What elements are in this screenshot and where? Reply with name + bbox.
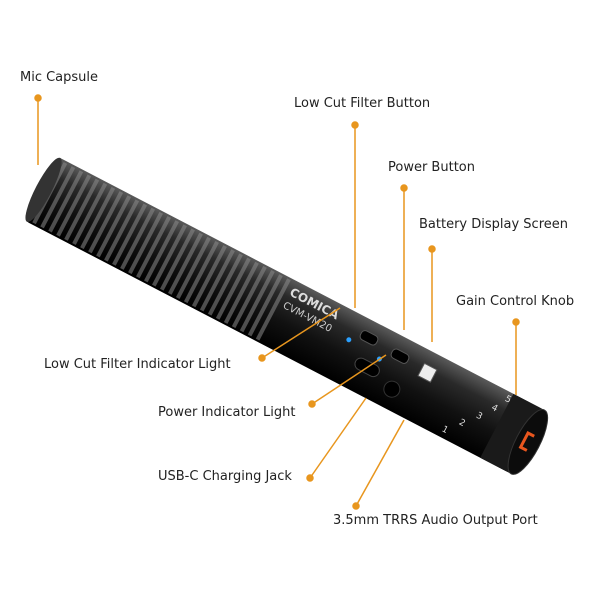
gain-knob-dot	[512, 318, 520, 326]
mic-capsule-end	[25, 157, 62, 222]
brand-logo-icon	[518, 430, 535, 452]
low-cut-indicator-light	[346, 337, 352, 343]
power-button-dot	[400, 184, 408, 192]
low-cut-filter-button[interactable]	[359, 329, 380, 346]
low-cut-indicator-dot	[258, 354, 266, 362]
usbc-dot	[306, 474, 314, 482]
label-gain-control-knob: Gain Control Knob	[456, 294, 575, 309]
microphone-body: COMICA CVM-VM20 1 2 3 4 5	[25, 157, 549, 475]
gain-scale-4: 4	[489, 403, 499, 415]
leader-lines	[34, 94, 520, 510]
label-low-cut-filter-button: Low Cut Filter Button	[294, 96, 431, 111]
label-usbc-charging-jack: USB-C Charging Jack	[158, 469, 292, 484]
audio-output-port[interactable]	[381, 378, 403, 400]
power-indicator-dot	[308, 400, 316, 408]
power-button[interactable]	[390, 348, 411, 365]
gain-scale-1: 1	[440, 424, 450, 436]
gain-scale: 1 2 3 4 5	[440, 394, 513, 436]
audio-port-dot	[352, 502, 360, 510]
label-power-indicator-light: Power Indicator Light	[158, 405, 296, 420]
battery-display-dot	[428, 245, 436, 253]
label-audio-output-port: 3.5mm TRRS Audio Output Port	[333, 513, 538, 528]
mic-capsule-dot	[34, 94, 42, 102]
gain-scale-3: 3	[474, 411, 484, 423]
label-power-button: Power Button	[388, 160, 475, 175]
knob-end-cap	[507, 409, 549, 475]
label-battery-display-screen: Battery Display Screen	[419, 217, 568, 232]
label-low-cut-filter-indicator-light: Low Cut Filter Indicator Light	[44, 357, 231, 372]
label-mic-capsule: Mic Capsule	[20, 70, 99, 85]
gain-control-knob[interactable]	[480, 393, 545, 474]
gain-scale-2: 2	[457, 418, 467, 430]
battery-display-screen	[417, 362, 438, 383]
low-cut-button-dot	[351, 121, 359, 129]
gain-scale-5: 5	[503, 394, 513, 406]
mic-capsule-grille	[27, 159, 292, 341]
